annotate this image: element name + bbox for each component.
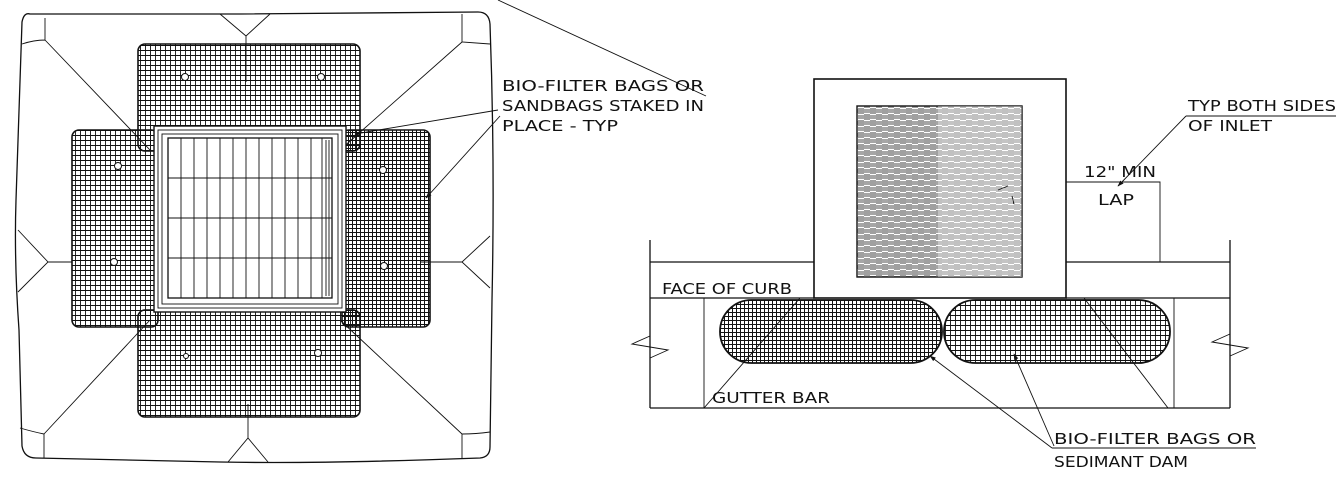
inlet-grate	[167, 137, 333, 299]
elevation-view: FACE OF CURB GUTTER BAR TYP BOTH SIDES O…	[630, 78, 1336, 471]
plan-callout-leader-2	[425, 115, 501, 199]
break-symbol-right	[1210, 333, 1250, 357]
inlet-frame	[153, 125, 347, 313]
elevation-callout-top-line-1: TYP BOTH SIDES	[1187, 97, 1336, 115]
plan-bag-left	[71, 129, 159, 328]
elevation-callout-bottom-line-2: SEDIMANT DAM	[1054, 453, 1188, 471]
break-symbol-left	[630, 335, 670, 359]
elevation-leaders	[703, 297, 1169, 409]
plan-callout-line-1: BIO-FILTER BAGS OR	[502, 77, 704, 95]
plan-callout-line-3: PLACE - TYP	[502, 117, 618, 135]
plan-pad-folds	[17, 13, 491, 463]
plan-bag-bottom	[137, 309, 361, 418]
plan-stakes	[110, 73, 388, 359]
elevation-callout-top: TYP BOTH SIDES OF INLET	[1117, 97, 1336, 187]
plan-view: BIO-FILTER BAGS OR SANDBAGS STAKED IN PL…	[14, 0, 707, 464]
lap-dimension	[1066, 181, 1161, 262]
plan-callout-leader-1	[354, 109, 499, 136]
plan-outer-pad	[14, 11, 494, 464]
elevation-callout-bottom: BIO-FILTER BAGS OR SEDIMANT DAM	[929, 353, 1256, 471]
inlet-grate-elevation	[856, 105, 1023, 278]
gutter-bar-label: GUTTER BAR	[712, 389, 830, 407]
lap-label-line-2: LAP	[1098, 191, 1134, 209]
plan-callout-line-2: SANDBAGS STAKED IN	[502, 97, 704, 115]
face-of-curb-label: FACE OF CURB	[662, 280, 792, 298]
elevation-callout-bottom-line-1: BIO-FILTER BAGS OR	[1054, 430, 1256, 448]
lap-label-line-1: 12" MIN	[1084, 163, 1156, 181]
plan-bag-right	[341, 129, 431, 328]
gutter-lines	[703, 298, 1175, 408]
elevation-bag-left	[719, 299, 943, 364]
elevation-bag-right	[943, 299, 1171, 364]
plan-callout: BIO-FILTER BAGS OR SANDBAGS STAKED IN PL…	[497, 0, 707, 135]
elevation-callout-top-line-2: OF INLET	[1188, 117, 1273, 135]
